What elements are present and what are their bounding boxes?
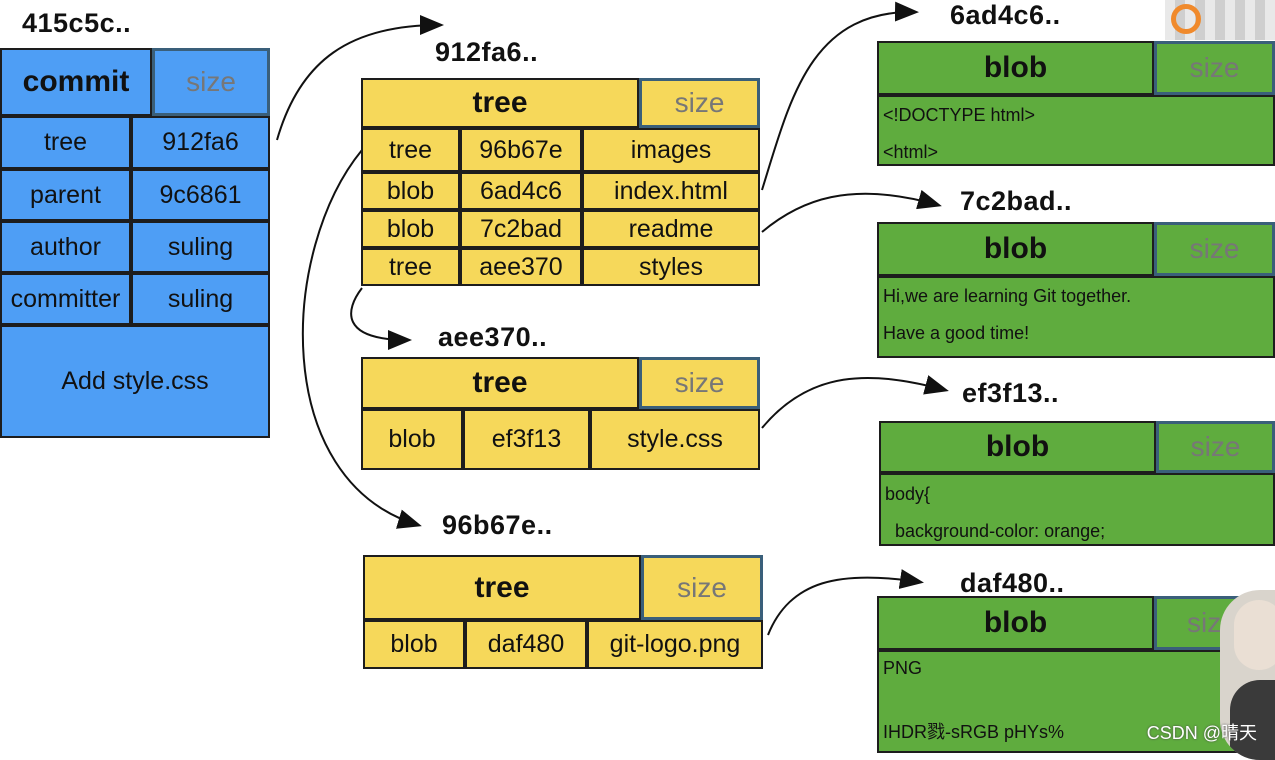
blob-header: blob [877,222,1154,276]
commit-row-value: suling [131,273,270,325]
avatar-body [1230,680,1275,760]
watermark: CSDN @晴天 [1146,723,1257,743]
commit-header: commit [0,48,152,116]
blob-content: body{ background-color: orange; [879,473,1275,546]
arrow-tree-to-96b67e [301,149,422,529]
tree-size: size [639,78,760,128]
tree-entry-name: readme [582,210,760,248]
blob-hash: daf480.. [960,568,1065,598]
tree-entry-type: blob [363,620,465,669]
commit-row-value: suling [131,221,270,273]
logo-icon [1171,4,1201,34]
tree-entry-hash: ef3f13 [463,409,590,470]
commit-row-key: author [0,221,131,273]
arrow-commit-to-tree [276,15,444,141]
tree-entry-name: git-logo.png [587,620,763,669]
commit-row-key: committer [0,273,131,325]
blob-hash: 6ad4c6.. [950,0,1061,30]
blob-content-line: background-color: orange; [885,521,1106,541]
tree-header: tree [361,357,639,409]
blob-size: size [1154,41,1275,95]
tree-entry-hash: daf480 [465,620,587,669]
tree-hash: 912fa6.. [435,37,539,67]
blob-size: size [1156,421,1275,473]
tree-entry-type: tree [361,248,460,286]
tree-entry-hash: 96b67e [460,128,582,172]
arrow-96b67e-to-daf480 [767,569,924,636]
tree-entry-hash: 7c2bad [460,210,582,248]
commit-row-key: parent [0,169,131,221]
tree-entry-type: blob [361,210,460,248]
commit-row-value: 9c6861 [131,169,270,221]
blob-content-line: <html> [883,142,939,162]
tree-size: size [639,357,760,409]
blob-header: blob [877,41,1154,95]
corner-badge [1165,0,1275,40]
blob-content-line: <!DOCTYPE html> [883,105,1036,125]
blob-content-line: IHDR戮-sRGB pHYs% [883,722,1065,742]
tree-entry-hash: aee370 [460,248,582,286]
blob-header: blob [877,596,1154,650]
avatar [1220,590,1275,760]
blob-hash: ef3f13.. [962,378,1060,408]
tree-hash: aee370.. [438,322,548,352]
blob-content: <!DOCTYPE html> <html> [877,95,1275,166]
blob-content-line: PNG [883,658,923,678]
arrow-aee370-to-ef3f13 [761,375,949,429]
avatar-face [1234,600,1275,670]
commit-message: Add style.css [0,325,270,438]
blob-header: blob [879,421,1156,473]
tree-size: size [641,555,763,620]
blob-size: size [1154,222,1275,276]
arrow-tree-to-7c2bad [761,189,942,233]
tree-entry-hash: 6ad4c6 [460,172,582,210]
blob-hash: 7c2bad.. [960,186,1073,216]
tree-entry-type: tree [361,128,460,172]
tree-entry-name: images [582,128,760,172]
commit-row-value: 912fa6 [131,116,270,169]
tree-hash: 96b67e.. [442,510,553,540]
blob-content: Hi,we are learning Git together. Have a … [877,276,1275,358]
arrow-tree-to-aee370 [350,287,412,350]
tree-entry-name: style.css [590,409,760,470]
blob-content: PNG IHDR戮-sRGB pHYs% [877,650,1275,753]
blob-content-line: body{ [885,484,931,504]
commit-size: size [152,48,270,116]
tree-header: tree [361,78,639,128]
blob-content-line: Hi,we are learning Git together. [883,286,1132,306]
commit-hash: 415c5c.. [22,8,132,38]
blob-content-line: Have a good time! [883,323,1030,343]
arrow-tree-to-6ad4c6 [761,1,919,191]
commit-row-key: tree [0,116,131,169]
tree-entry-name: index.html [582,172,760,210]
tree-entry-type: blob [361,409,463,470]
tree-entry-name: styles [582,248,760,286]
tree-header: tree [363,555,641,620]
tree-entry-type: blob [361,172,460,210]
